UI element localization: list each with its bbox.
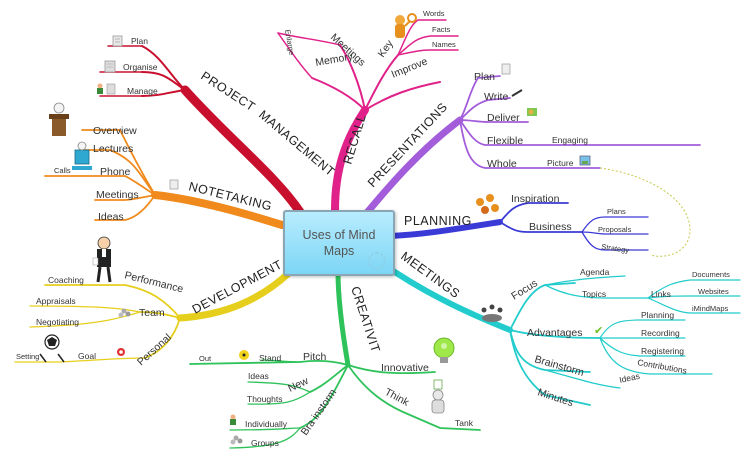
central-topic-label: Uses of Mind Maps (302, 228, 376, 258)
lightbulb-icon (433, 337, 455, 363)
meetings-advantages[interactable]: Advantages (527, 327, 582, 339)
meetings-agenda[interactable]: Agenda (580, 267, 610, 277)
creativity-groups[interactable]: Groups (251, 438, 279, 448)
creativity-out[interactable]: Out (199, 354, 212, 363)
recall-memory[interactable]: Memory (314, 50, 354, 69)
creativity-think[interactable]: Think (383, 386, 412, 409)
mgmt-manage[interactable]: Manage (127, 86, 158, 96)
note-meetings[interactable]: Meetings (96, 189, 139, 201)
team-icon (118, 308, 131, 318)
soccer-player-icon (39, 334, 65, 363)
branch-presentations (361, 75, 701, 219)
meetings-brainstorm[interactable]: Brainstorm (533, 353, 585, 379)
branch-meetings (377, 259, 741, 406)
creativity-new[interactable]: New (286, 375, 310, 395)
document-icon (112, 35, 123, 47)
planning-inspiration[interactable]: Inspiration (511, 193, 560, 205)
note-ideas[interactable]: Ideas (98, 211, 124, 223)
dev-coaching[interactable]: Coaching (48, 275, 84, 285)
pres-plan[interactable]: Plan (474, 71, 495, 83)
planning-proposals[interactable]: Proposals (598, 225, 632, 234)
pres-deliver[interactable]: Deliver (487, 112, 520, 124)
link-arrow (599, 167, 691, 257)
creativity-ideas[interactable]: Ideas (248, 371, 269, 381)
notepad-icon (169, 179, 179, 190)
presentations-label[interactable]: PRESENTATIONS (365, 100, 450, 190)
mgmt-organise[interactable]: Organise (123, 62, 158, 72)
lecturer-icon (49, 102, 69, 136)
phone-person-icon (72, 141, 92, 170)
dev-setting[interactable]: Setting (16, 352, 39, 361)
creativity-brainstorm[interactable]: Bra instorm (299, 387, 340, 438)
branch-planning (385, 202, 649, 251)
pres-flexible[interactable]: Flexible (487, 135, 523, 147)
creativity-tank[interactable]: Tank (455, 418, 474, 428)
meetings-topics[interactable]: Topics (582, 289, 606, 299)
meetings-registering[interactable]: Registering (641, 346, 684, 356)
group-icon (230, 435, 243, 445)
dev-negotiating[interactable]: Negotiating (36, 317, 79, 327)
meetings-focus[interactable]: Focus (509, 277, 540, 302)
dev-appraisals[interactable]: Appraisals (36, 296, 76, 306)
presenter-icon (527, 108, 537, 116)
creativity-innovative[interactable]: Innovative (381, 362, 429, 374)
recall-names[interactable]: Names (432, 40, 456, 49)
thinker-icon (431, 379, 445, 414)
creativity-individually[interactable]: Individually (245, 419, 288, 429)
pres-write[interactable]: Write (484, 91, 508, 103)
creativity-thoughts[interactable]: Thoughts (247, 394, 282, 404)
person-icon (230, 414, 236, 425)
radiation-icon (239, 350, 249, 360)
note-phone[interactable]: Phone (100, 166, 131, 178)
key-figure-icon (395, 13, 417, 38)
recall-key[interactable]: Key (376, 37, 397, 59)
picture-icon (579, 155, 591, 166)
dev-performance[interactable]: Performance (123, 269, 184, 295)
recall-enlarge[interactable]: Enlarge (283, 29, 296, 56)
dev-team[interactable]: Team (139, 307, 165, 319)
planning-label[interactable]: PLANNING (404, 214, 472, 228)
note-overview[interactable]: Overview (93, 125, 137, 137)
branch-creativity (189, 269, 481, 449)
mgmt-plan[interactable]: Plan (131, 36, 148, 46)
meetings-documents[interactable]: Documents (692, 270, 730, 279)
recall-words[interactable]: Words (423, 9, 445, 18)
planning-plans[interactable]: Plans (607, 207, 626, 216)
pres-engaging[interactable]: Engaging (552, 135, 588, 145)
pres-whole[interactable]: Whole (487, 158, 517, 170)
planning-business[interactable]: Business (529, 221, 572, 233)
planning-strategy[interactable]: Strategy (601, 242, 630, 255)
note-calls[interactable]: Calls (54, 166, 71, 175)
branch-recall (277, 19, 459, 214)
meetings-ideas[interactable]: Ideas (618, 371, 640, 385)
creativity-pitch[interactable]: Pitch (303, 351, 327, 363)
dev-personal[interactable]: Personal (135, 332, 174, 369)
businessman-icon (92, 236, 112, 283)
central-gears-icon (368, 252, 386, 270)
creativity-stand[interactable]: Stand (259, 353, 281, 363)
meetings-imindmaps[interactable]: iMindMaps (692, 304, 729, 313)
note-lectures[interactable]: Lectures (93, 143, 133, 155)
dev-goal[interactable]: Goal (78, 351, 96, 361)
meetings-websites[interactable]: Websites (698, 287, 729, 296)
pres-picture[interactable]: Picture (547, 158, 574, 168)
branch-project-management (99, 45, 305, 217)
meetings-links[interactable]: Links (651, 289, 671, 299)
document-icon (501, 63, 511, 75)
creativity-label[interactable]: CREATIVIT (348, 285, 383, 355)
meetings-minutes[interactable]: Minutes (536, 386, 575, 409)
manager-icon (97, 83, 116, 95)
check-icon: ✔ (594, 325, 603, 337)
branch-development (14, 268, 294, 363)
meetings-planning[interactable]: Planning (641, 310, 674, 320)
notepad-icon (104, 60, 116, 73)
target-icon (117, 348, 125, 356)
people-group-icon (476, 194, 499, 214)
branch-notetaking (44, 129, 286, 229)
pen-icon (511, 89, 523, 97)
recall-facts[interactable]: Facts (432, 25, 451, 34)
meeting-people-icon (481, 304, 503, 322)
meetings-recording[interactable]: Recording (641, 328, 680, 338)
